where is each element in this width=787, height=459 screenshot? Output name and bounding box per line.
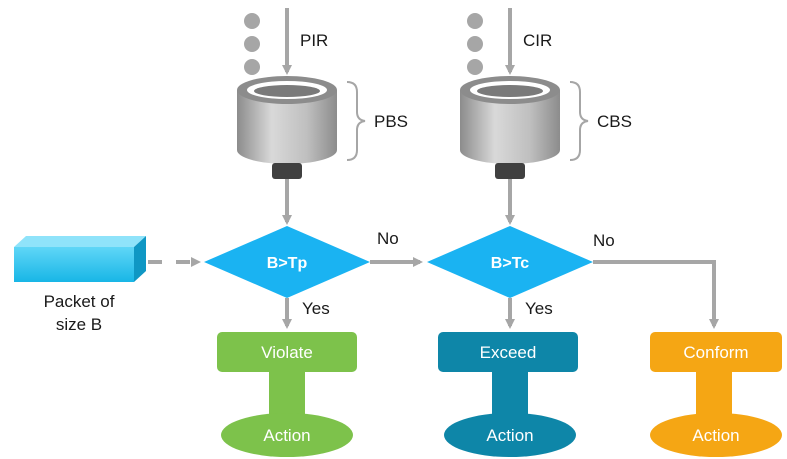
decision-p-diamond	[204, 226, 370, 298]
yes-label-1: Yes	[302, 299, 330, 318]
decision-c-label: B>Tc	[491, 255, 529, 272]
pbs-bucket	[237, 76, 337, 179]
action-label-2: Action	[486, 426, 533, 445]
pbs-brace	[346, 81, 366, 161]
no-label-1: No	[377, 229, 399, 248]
cir-label: CIR	[523, 31, 552, 50]
violate-node	[217, 332, 357, 457]
no-arrow-2	[593, 260, 719, 329]
action-label-3: Action	[692, 426, 739, 445]
conform-label: Conform	[683, 343, 748, 362]
decision-p-label: B>Tp	[267, 255, 308, 272]
violate-label: Violate	[261, 343, 313, 362]
cir-token-dots	[467, 13, 483, 75]
pir-token-dots	[244, 13, 260, 75]
decision-c-diamond	[427, 226, 593, 298]
exceed-node	[438, 332, 578, 457]
no-label-2: No	[593, 231, 615, 250]
packet-icon	[14, 236, 146, 282]
packet-label-line2: size B	[56, 315, 102, 334]
exceed-label: Exceed	[480, 343, 537, 362]
cbs-bucket	[460, 76, 560, 179]
cbs-brace	[569, 81, 589, 161]
yes-label-2: Yes	[525, 299, 553, 318]
pir-label: PIR	[300, 31, 328, 50]
packet-label-line1: Packet of	[44, 292, 115, 311]
conform-node	[650, 332, 782, 457]
action-label-1: Action	[263, 426, 310, 445]
cbs-label: CBS	[597, 112, 632, 131]
pbs-label: PBS	[374, 112, 408, 131]
